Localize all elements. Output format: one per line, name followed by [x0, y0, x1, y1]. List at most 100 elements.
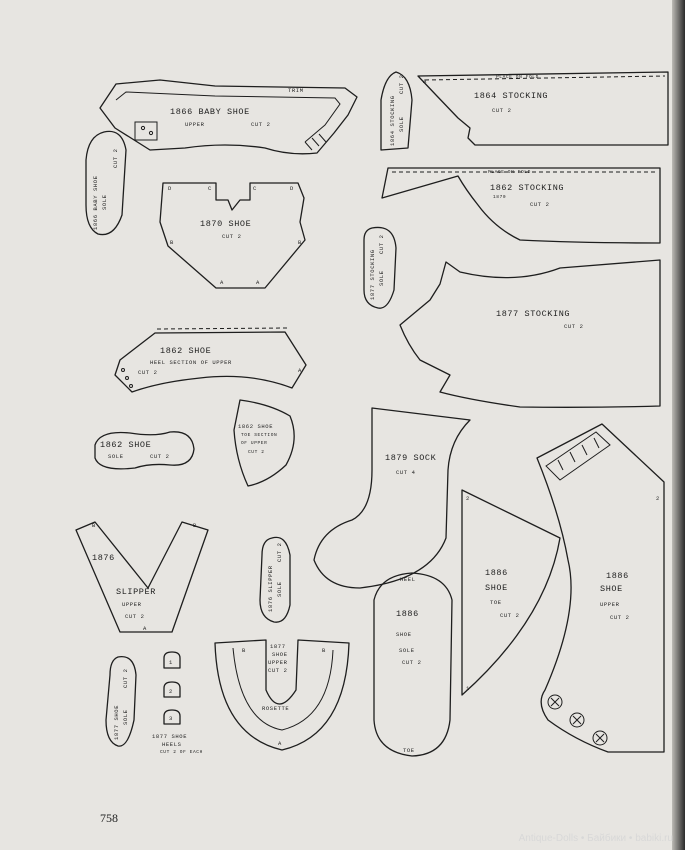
- heel-number: 3: [169, 715, 173, 722]
- piece-cut: CUT 2: [251, 121, 271, 128]
- piece-cut: CUT 2: [564, 323, 584, 330]
- piece-1879-sock: 1879 SOCK CUT 4: [313, 407, 471, 589]
- piece-part: UPPER: [122, 601, 142, 608]
- piece-part: UPPER: [600, 601, 620, 608]
- svg-text:1: 1: [466, 685, 470, 692]
- piece-title: 1879 SOCK: [385, 453, 437, 463]
- piece-part: SOLE: [108, 453, 124, 460]
- piece-title: 1876 SLIPPER: [267, 565, 274, 612]
- svg-text:D: D: [290, 185, 294, 192]
- piece-cut: CUT 2: [398, 74, 405, 94]
- rosette-label: ROSETTE: [262, 705, 289, 712]
- piece-title: 1877 SHOE: [113, 705, 120, 740]
- svg-text:D: D: [168, 185, 172, 192]
- piece-line2: SHOE: [600, 584, 623, 594]
- piece-cut: CUT 2: [500, 612, 520, 619]
- piece-title: 1862 SHOE: [160, 346, 211, 356]
- piece-cut: CUT 2: [122, 668, 129, 688]
- piece-title: 1864 STOCKING: [389, 95, 396, 146]
- piece-cut: CUT 2: [248, 449, 265, 455]
- piece-cut: CUT 2: [610, 614, 630, 621]
- piece-title: 1877 STOCKING: [369, 249, 376, 300]
- piece-title: 1862 SHOE: [238, 423, 273, 430]
- svg-text:B: B: [193, 522, 197, 529]
- piece-part: HEELS: [162, 741, 182, 748]
- svg-text:A: A: [220, 279, 224, 286]
- fold-label: PLACE ON FOLD: [488, 169, 531, 175]
- piece-cut: CUT 2: [492, 107, 512, 114]
- piece-1886-shoe-toe: 2 1 1886 SHOE TOE CUT 2: [461, 489, 561, 696]
- heel-label: HEEL: [400, 576, 416, 583]
- piece-line2: SHOE: [272, 651, 288, 658]
- piece-mark: 1870: [493, 194, 506, 200]
- watermark-text: Antique-Dolls • Байбики • babiki.ru: [518, 833, 673, 844]
- piece-part: UPPER: [185, 121, 205, 128]
- piece-1862-shoe-heel-section: A 1862 SHOE HEEL SECTION OF UPPER CUT 2: [114, 327, 307, 393]
- piece-line2: SHOE: [396, 631, 412, 638]
- piece-1864-stocking: A PLACE ON FOLD 1864 STOCKING CUT 2: [417, 71, 669, 146]
- piece-title: 1877 SHOE: [152, 733, 187, 740]
- piece-cut: CUT 2: [112, 148, 119, 168]
- piece-year: 1876: [92, 553, 115, 563]
- piece-line2: SHOE: [485, 583, 508, 593]
- svg-text:B: B: [170, 239, 174, 246]
- svg-text:2: 2: [466, 495, 470, 502]
- piece-part-line2: OF UPPER: [241, 440, 267, 446]
- piece-title: 1862 STOCKING: [490, 183, 564, 193]
- piece-1864-stocking-sole: 1864 STOCKING SOLE CUT 2: [380, 71, 413, 151]
- piece-cut: CUT 2: [150, 453, 170, 460]
- heel-number: 1: [169, 659, 173, 666]
- piece-title: 1877: [270, 643, 286, 650]
- piece-part: SOLE: [378, 270, 385, 286]
- heel-number: 2: [169, 688, 173, 695]
- piece-part-line1: TOE SECTION: [241, 432, 277, 438]
- svg-text:A: A: [256, 279, 260, 286]
- piece-1862-shoe-sole: 1862 SHOE SOLE CUT 2: [94, 431, 195, 470]
- svg-text:A: A: [298, 367, 302, 374]
- piece-title: SLIPPER: [116, 587, 156, 597]
- svg-text:2: 2: [656, 495, 660, 502]
- piece-title: 1864 STOCKING: [474, 91, 548, 101]
- piece-part: SOLE: [398, 116, 405, 132]
- svg-text:B: B: [298, 239, 302, 246]
- svg-text:A: A: [423, 78, 427, 85]
- svg-text:A: A: [278, 740, 282, 747]
- svg-text:B: B: [242, 647, 246, 654]
- piece-title: 1866 BABY SHOE: [92, 175, 99, 230]
- piece-1862-stocking: PLACE ON FOLD 1862 STOCKING 1870 CUT 2: [381, 167, 661, 244]
- svg-text:B: B: [92, 522, 96, 529]
- piece-cut: CUT 2: [402, 659, 422, 666]
- piece-part: HEEL SECTION OF UPPER: [150, 359, 232, 366]
- piece-cut: CUT 2: [276, 542, 283, 562]
- svg-text:A: A: [143, 625, 147, 632]
- svg-text:B: B: [322, 647, 326, 654]
- piece-part: SOLE: [101, 194, 108, 210]
- piece-cut: CUT 2: [268, 667, 288, 674]
- piece-cut: CUT 2: [222, 233, 242, 240]
- piece-cut: CUT 2: [378, 234, 385, 254]
- piece-cut: CUT 2: [530, 201, 550, 208]
- piece-line3: UPPER: [268, 659, 288, 666]
- piece-1886-shoe-sole: HEEL TOE 1886 SHOE SOLE CUT 2: [373, 572, 453, 757]
- fold-label: PLACE ON FOLD: [496, 74, 539, 80]
- piece-1877-shoe-sole: 1877 SHOE SOLE CUT 2: [105, 655, 137, 747]
- trim-label: TRIM: [288, 87, 304, 94]
- piece-title: 1866 BABY SHOE: [170, 107, 250, 117]
- piece-cut: CUT 4: [396, 469, 416, 476]
- piece-title: 1862 SHOE: [100, 440, 151, 450]
- svg-text:C: C: [253, 185, 257, 192]
- piece-part: TOE: [490, 599, 502, 606]
- piece-part: SOLE: [122, 709, 129, 725]
- piece-1877-stocking-sole: 1877 STOCKING SOLE CUT 2: [363, 226, 397, 309]
- piece-1886-shoe-upper: 2 1886 SHOE UPPER CUT 2: [536, 423, 665, 753]
- piece-1877-stocking: 1877 STOCKING CUT 2: [399, 259, 661, 408]
- piece-1866-baby-shoe-sole: 1866 BABY SHOE SOLE CUT 2: [85, 130, 127, 236]
- piece-1877-shoe-heels: 1 2 3 1877 SHOE HEELS CUT 2 OF EACH: [152, 651, 202, 755]
- piece-1877-shoe-upper: B B A ROSETTE 1877 SHOE UPPER CUT 2: [214, 639, 350, 751]
- piece-title: 1886: [485, 568, 508, 578]
- piece-1876-slipper-sole: 1876 SLIPPER SOLE CUT 2: [259, 536, 291, 623]
